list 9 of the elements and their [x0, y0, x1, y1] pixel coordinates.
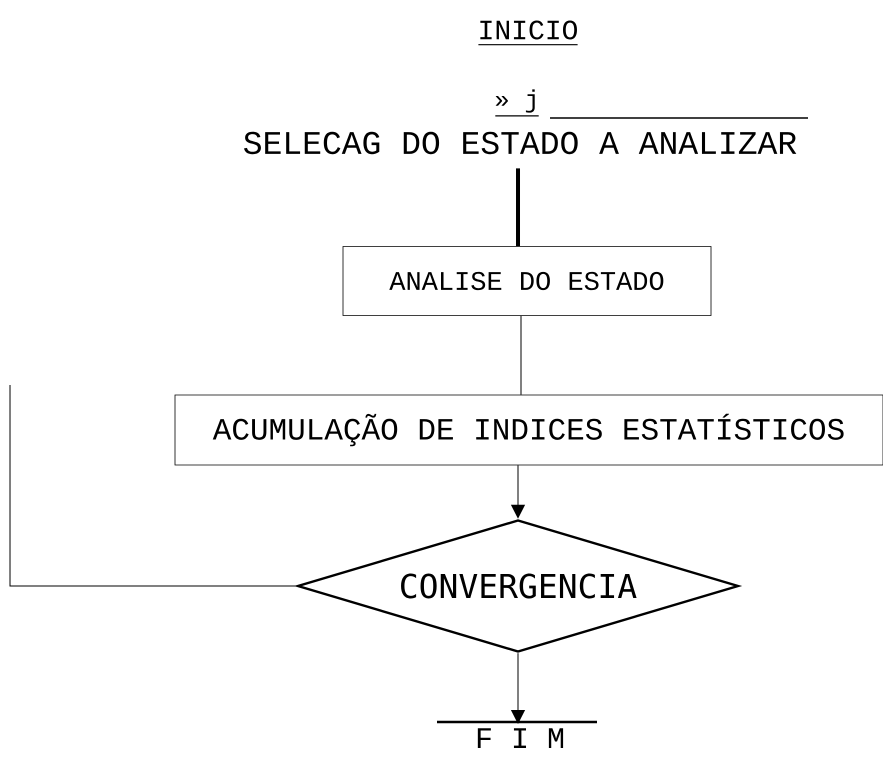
connector-line: [10, 384, 297, 586]
thick-connector: [516, 168, 520, 246]
connector-line: [520, 315, 522, 396]
process-box: ACUMULAÇÃO DE INDICES ESTATÍSTICOS: [174, 394, 883, 466]
process-label: SELECAG DO ESTADO A ANALIZAR: [244, 132, 796, 154]
end-label: F I M: [437, 720, 597, 748]
process-box: ANALISE DO ESTADO: [342, 246, 712, 316]
start-label: INICIO: [478, 20, 578, 46]
note-label: » j: [496, 89, 535, 113]
